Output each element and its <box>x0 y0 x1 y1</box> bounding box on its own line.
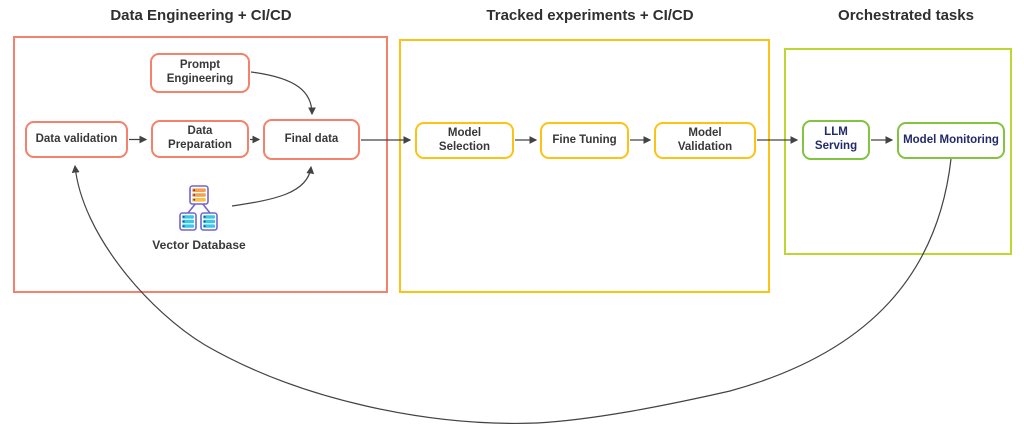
node-label: Data Preparation <box>168 125 232 151</box>
node-label: LLM Serving <box>814 126 858 152</box>
node-label: Data validation <box>35 132 118 145</box>
section-title-orchestrated-tasks: Orchestrated tasks <box>838 7 974 24</box>
node-prompt-engineering: Prompt Engineering <box>150 53 250 93</box>
node-model-validation: Model Validation <box>654 122 756 159</box>
node-label: Prompt Engineering <box>166 59 234 85</box>
node-fine-tuning: Fine Tuning <box>540 122 629 159</box>
node-data-validation: Data validation <box>25 121 128 158</box>
node-final-data: Final data <box>263 119 360 160</box>
node-label: Model Monitoring <box>903 133 999 146</box>
node-llm-serving: LLM Serving <box>802 120 870 160</box>
node-model-monitoring: Model Monitoring <box>897 122 1005 159</box>
vector-database-label: Vector Database <box>152 238 246 252</box>
node-label: Final data <box>284 132 339 145</box>
node-label: Fine Tuning <box>552 133 617 146</box>
section-title-tracked-experiments: Tracked experiments + CI/CD <box>486 7 694 24</box>
node-model-selection: Model Selection <box>415 122 514 159</box>
section-title-data-engineering: Data Engineering + CI/CD <box>110 7 292 24</box>
section-box-tracked-experiments <box>399 39 770 293</box>
node-label: Model Validation <box>677 126 733 153</box>
node-label: Model Selection <box>438 126 491 153</box>
node-data-preparation: Data Preparation <box>151 120 249 158</box>
